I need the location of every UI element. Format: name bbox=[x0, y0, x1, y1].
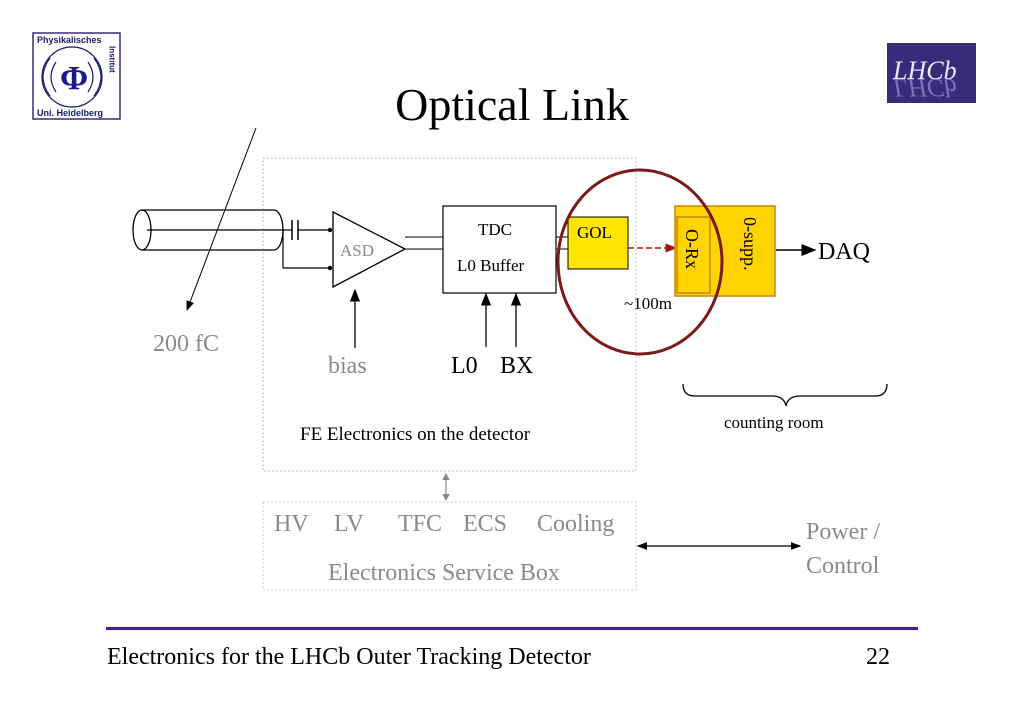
page-number: 22 bbox=[866, 644, 890, 670]
tdc-block bbox=[442, 205, 557, 294]
straw-tube bbox=[132, 209, 284, 251]
fe-frame bbox=[262, 157, 637, 472]
bx-label: BX bbox=[500, 353, 533, 379]
logo-institute-side: Institut bbox=[108, 46, 117, 73]
orx-label: O-Rx bbox=[682, 229, 702, 269]
bias-label: bias bbox=[328, 353, 367, 379]
slide-title: Optical Link bbox=[395, 79, 629, 130]
l0-buffer-label: L0 Buffer bbox=[457, 256, 525, 275]
service-cooling: Cooling bbox=[537, 511, 614, 537]
asd-label: ASD bbox=[340, 241, 374, 260]
tdc-label: TDC bbox=[478, 220, 512, 239]
orx-block bbox=[676, 216, 711, 294]
service-box-frame bbox=[262, 501, 637, 591]
service-ecs: ECS bbox=[463, 511, 507, 537]
counting-room-label: counting room bbox=[724, 413, 824, 432]
footer-divider bbox=[106, 627, 918, 630]
logo-institute-bottom: Uni. Heidelberg bbox=[37, 108, 103, 118]
counting-room-box bbox=[674, 205, 776, 297]
logo-phi-symbol: Φ bbox=[60, 60, 88, 97]
counting-room-brace bbox=[682, 383, 888, 407]
svg-text:LHCb: LHCb bbox=[892, 73, 957, 102]
asd-block bbox=[332, 210, 407, 289]
particle-track bbox=[186, 127, 257, 311]
zero-supp-label: 0-supp. bbox=[740, 217, 760, 271]
service-hv: HV bbox=[274, 511, 309, 537]
daq-label: DAQ bbox=[818, 239, 870, 265]
optical-link-highlight bbox=[556, 168, 724, 356]
l0-label: L0 bbox=[451, 353, 478, 379]
logo-institute-top: Physikalisches bbox=[37, 35, 102, 45]
charge-label: 200 fC bbox=[153, 331, 219, 357]
service-tfc: TFC bbox=[398, 511, 442, 537]
gol-block bbox=[567, 216, 629, 270]
distance-label: ~100m bbox=[624, 294, 672, 313]
asd-input-wiring bbox=[280, 220, 333, 271]
lhcb-logo: LHCb LHCb bbox=[887, 43, 976, 103]
footer-title: Electronics for the LHCb Outer Tracking … bbox=[107, 644, 591, 670]
power-control-line2: Control bbox=[806, 553, 880, 579]
power-control-line1: Power / bbox=[806, 519, 880, 545]
service-lv: LV bbox=[334, 511, 364, 537]
service-box-label: Electronics Service Box bbox=[328, 560, 560, 586]
fe-electronics-label: FE Electronics on the detector bbox=[300, 424, 531, 445]
gol-label: GOL bbox=[577, 223, 612, 242]
lhcb-logo-text: LHCb bbox=[892, 56, 957, 85]
institute-logo: Physikalisches Uni. Heidelberg Institut … bbox=[32, 32, 121, 120]
